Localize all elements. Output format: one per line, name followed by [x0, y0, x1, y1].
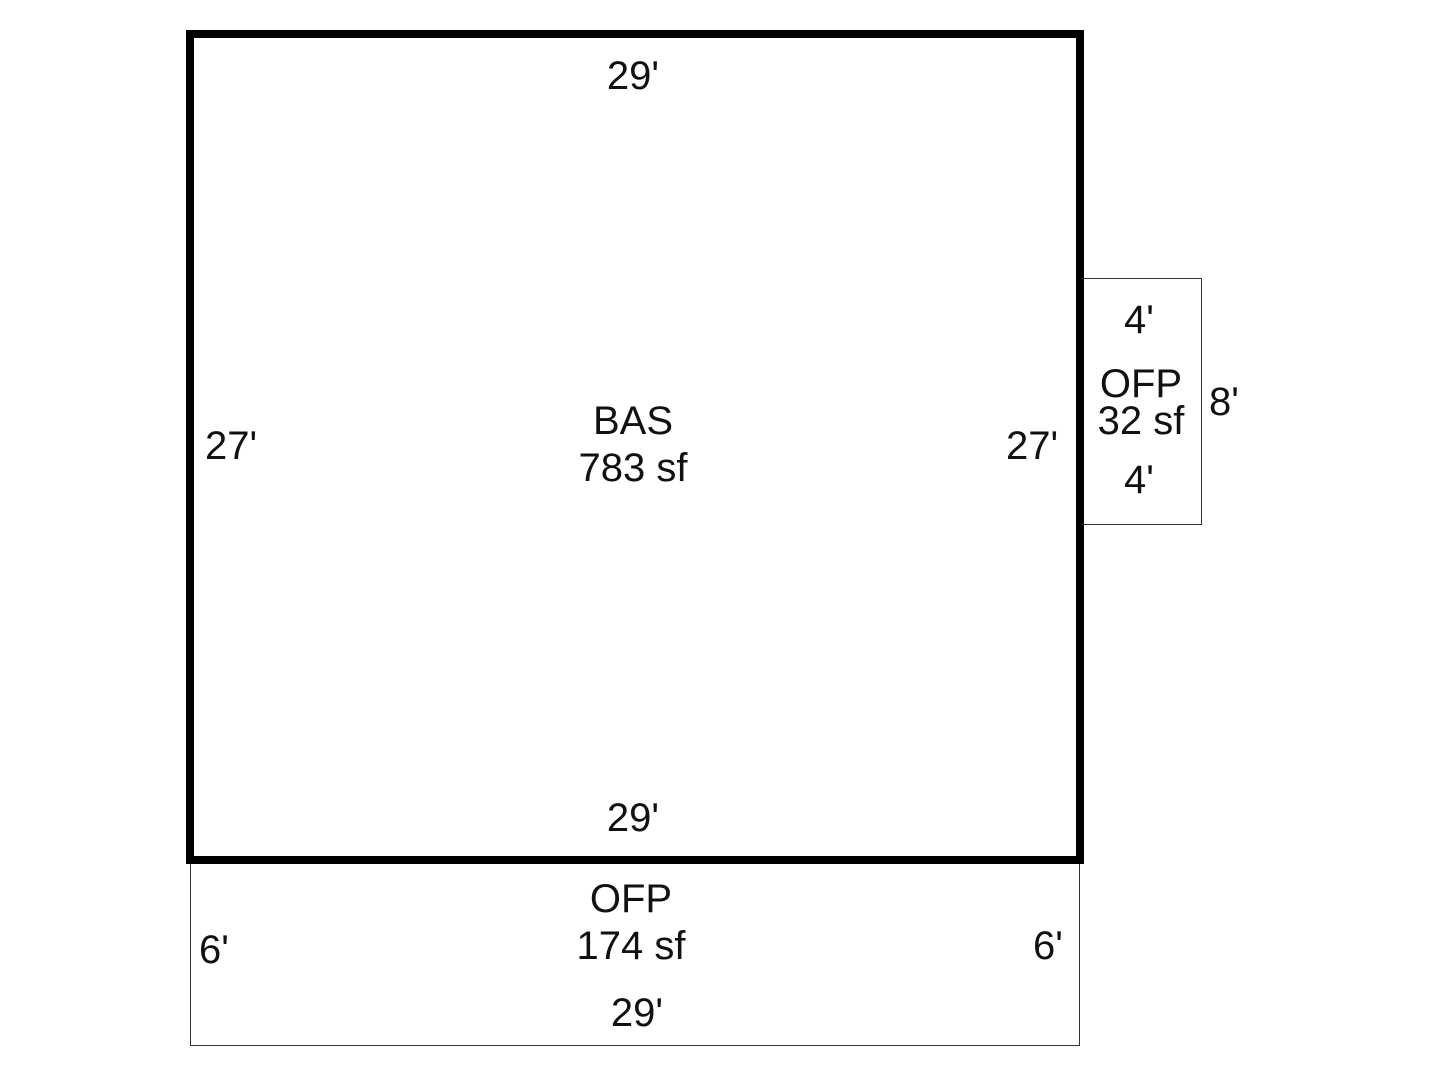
main-area-label: BAS 783 sf [579, 398, 688, 492]
side-porch-size: 32 sf [1097, 398, 1185, 443]
bottom-porch-left-dimension: 6' [199, 928, 229, 972]
side-porch-label: OFP 32 sf [1097, 362, 1185, 443]
side-porch-outline [1082, 278, 1202, 525]
main-area-size: 783 sf [578, 446, 688, 491]
side-porch-code: OFP [1099, 362, 1183, 406]
main-area-code: BAS [592, 399, 674, 443]
main-area-outline [186, 30, 1084, 864]
bottom-porch-code: OFP [589, 877, 673, 921]
bottom-porch-right-dimension: 6' [1033, 924, 1063, 968]
main-right-dimension: 27' [1006, 424, 1059, 468]
main-left-dimension: 27' [205, 424, 258, 468]
side-porch-top-dimension: 4' [1124, 298, 1154, 342]
bottom-porch-label: OFP 174 sf [577, 876, 686, 970]
side-porch-right-dimension: 8' [1209, 380, 1239, 424]
side-porch-bottom-dimension: 4' [1124, 458, 1154, 502]
main-bottom-dimension: 29' [606, 796, 660, 840]
bottom-porch-bottom-dimension: 29' [610, 991, 664, 1035]
bottom-porch-size: 174 sf [576, 924, 686, 969]
main-top-dimension: 29' [606, 54, 660, 98]
bottom-porch-outline [190, 864, 1080, 1046]
